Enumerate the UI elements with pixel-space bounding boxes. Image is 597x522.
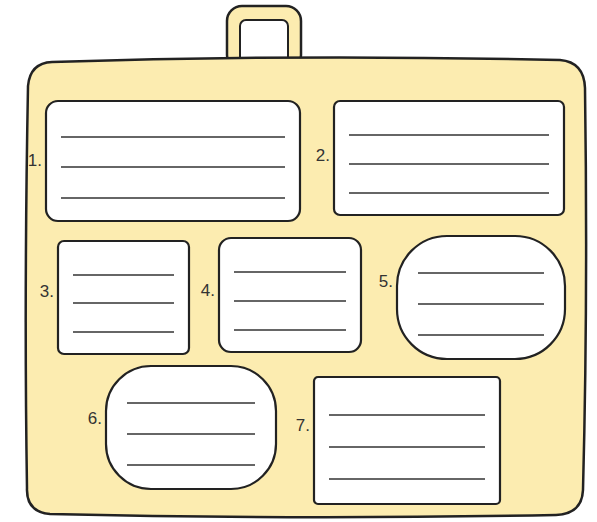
- writing-box: 7.: [313, 376, 501, 505]
- writing-line: [234, 300, 346, 301]
- box-outline: [396, 235, 566, 360]
- callout-number: 5.: [379, 273, 393, 290]
- writing-line: [418, 334, 544, 335]
- callout-number: 2.: [316, 147, 330, 164]
- writing-box: 4.: [218, 237, 362, 353]
- writing-line: [73, 274, 174, 275]
- writing-box: 1.: [45, 100, 301, 222]
- writing-line: [329, 478, 485, 479]
- box-outline: [313, 376, 501, 505]
- suitcase-body: [26, 57, 586, 517]
- writing-line: [329, 446, 485, 447]
- writing-line: [127, 433, 255, 434]
- callout-number: 6.: [88, 410, 102, 427]
- box-border: [314, 377, 500, 504]
- writing-line: [234, 271, 346, 272]
- writing-line: [73, 302, 174, 303]
- callout-number: 7.: [296, 417, 310, 434]
- writing-line: [349, 192, 549, 193]
- writing-line: [418, 303, 544, 304]
- writing-box: 3.: [57, 240, 190, 355]
- writing-line: [127, 402, 255, 403]
- box-outline: [57, 240, 190, 355]
- box-border: [397, 236, 565, 359]
- writing-line: [349, 163, 549, 164]
- box-outline: [45, 100, 301, 222]
- writing-line: [234, 329, 346, 330]
- writing-line: [418, 272, 544, 273]
- writing-line: [127, 464, 255, 465]
- callout-number: 3.: [40, 283, 54, 300]
- writing-line: [349, 134, 549, 135]
- box-border: [219, 238, 361, 352]
- callout-number: 4.: [201, 282, 215, 299]
- box-outline: [333, 100, 565, 216]
- box-border: [106, 366, 276, 489]
- writing-box: 2.: [333, 100, 565, 216]
- writing-line: [329, 414, 485, 415]
- box-outline: [105, 365, 277, 490]
- box-border: [58, 241, 189, 354]
- writing-box: 5.: [396, 235, 566, 360]
- writing-line: [73, 331, 174, 332]
- box-outline: [218, 237, 362, 353]
- box-border: [46, 101, 300, 221]
- writing-line: [61, 197, 285, 198]
- writing-line: [61, 166, 285, 167]
- writing-box: 6.: [105, 365, 277, 490]
- callout-number: 1.: [28, 152, 42, 169]
- box-border: [334, 101, 564, 215]
- writing-line: [61, 136, 285, 137]
